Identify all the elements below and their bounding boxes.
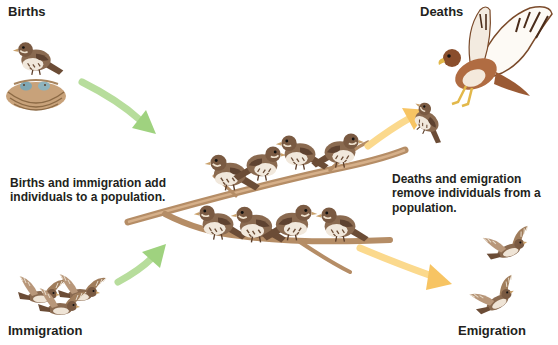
perched-sparrow bbox=[311, 134, 364, 168]
nest-sparrow bbox=[13, 42, 63, 75]
perched-sparrow bbox=[262, 205, 317, 241]
add-arrow bbox=[118, 244, 166, 282]
nest bbox=[6, 80, 66, 110]
stage-label: Births bbox=[8, 4, 46, 20]
stage-label: Deaths bbox=[420, 4, 463, 20]
flying-sparrow bbox=[38, 288, 86, 315]
flying-sparrow bbox=[58, 274, 106, 301]
explanation-note: Births and immigration add individuals t… bbox=[10, 176, 182, 205]
perched-sparrow bbox=[233, 147, 286, 181]
flying-sparrow bbox=[481, 222, 535, 264]
stage-label: Emigration bbox=[458, 323, 526, 339]
add-arrow bbox=[82, 82, 156, 134]
remove-arrow bbox=[360, 248, 452, 290]
hawk bbox=[439, 7, 553, 106]
stage-label: Immigration bbox=[8, 323, 82, 339]
perched-sparrow bbox=[316, 208, 369, 242]
caught-sparrow bbox=[404, 98, 455, 146]
explanation-note: Deaths and emigration remove individuals… bbox=[392, 172, 554, 215]
flying-sparrow bbox=[468, 271, 523, 318]
